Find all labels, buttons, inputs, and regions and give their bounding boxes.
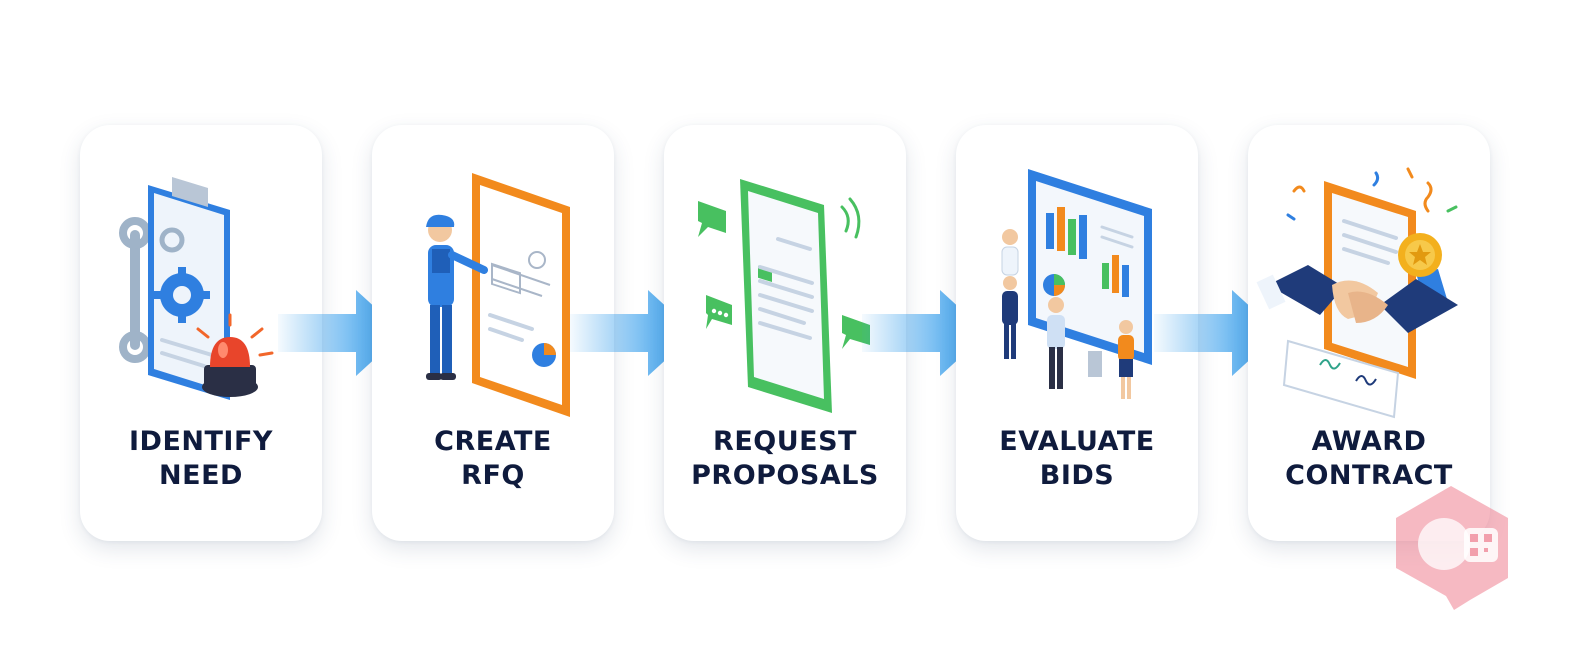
arrow-right-icon [1154,290,1279,376]
watermark-logo [1396,486,1508,610]
arrow-right-icon [278,290,403,376]
clipboard-gear-alarm-icon [119,177,274,400]
document-chat-bubbles-icon [698,179,870,413]
step-label-line-2: CONTRACT [1285,460,1453,491]
step-label-line-2: BIDS [1039,460,1115,491]
step-label-line-2: NEED [159,460,243,491]
handshake-contract-medal-icon [1256,167,1458,419]
step-label-line-1: IDENTIFY [129,426,273,457]
step-label: CREATE RFQ [372,425,614,493]
step-label-line-2: PROPOSALS [691,460,879,491]
step-label-line-1: CREATE [434,426,552,457]
team-dashboard-charts-icon [1001,169,1152,399]
step-label: EVALUATE BIDS [956,425,1198,493]
worker-tablet-blueprint-icon [426,173,570,417]
step-label-line-1: AWARD [1311,426,1427,457]
step-label-line-1: REQUEST [713,426,857,457]
step-label-line-2: RFQ [461,460,525,491]
step-label-line-1: EVALUATE [999,426,1155,457]
step-label: REQUEST PROPOSALS [664,425,906,493]
step-label: AWARD CONTRACT [1248,425,1490,493]
arrow-right-icon [570,290,695,376]
arrow-right-icon [862,290,987,376]
step-card-award-contract: AWARD CONTRACT [1248,125,1490,541]
step-label: IDENTIFY NEED [80,425,322,493]
